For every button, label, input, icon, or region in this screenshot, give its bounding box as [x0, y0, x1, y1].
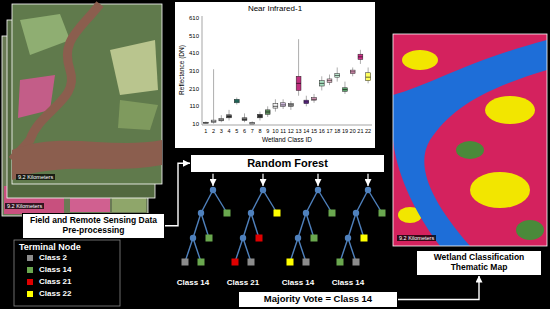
process-box: Field and Remote Sensing Data Pre-proces… [22, 213, 165, 239]
tick-label: 110 [189, 103, 199, 110]
legend-swatch [26, 290, 34, 298]
tick-label: 11 [280, 128, 286, 134]
box-plot [366, 67, 371, 83]
tree-vote-label: Class 14 [282, 279, 314, 288]
box-plot [304, 96, 309, 107]
box-plot [265, 106, 270, 117]
tick-label: 610 [189, 15, 199, 22]
legend-text: Class 2 [39, 253, 67, 262]
box-text: Majority Vote = Class 14 [242, 294, 394, 305]
tick-label: 410 [189, 50, 199, 57]
legend-swatch [26, 266, 34, 274]
tick-label: 2 [212, 128, 215, 134]
tree-vote-label: Class 14 [177, 279, 209, 288]
legend-item: Class 14 [26, 265, 71, 274]
box-plot [258, 112, 263, 121]
tick-label: 10 [192, 121, 199, 128]
tick-label: 7 [251, 128, 254, 134]
satellite-image [2, 4, 162, 216]
connector [398, 276, 479, 300]
axis-title: Reflectance (DN) [178, 45, 185, 95]
box-plot [250, 121, 255, 124]
thematic-map [393, 34, 547, 246]
box-plot [312, 94, 317, 103]
scale-label: 9.2 Kilometers [397, 235, 436, 241]
axis-title: Wetland Class ID [262, 136, 312, 143]
box-plot [350, 67, 355, 76]
box-plot [358, 50, 363, 64]
legend-frame [14, 240, 120, 306]
scale-label: 9.2 Kilometers [5, 203, 44, 209]
box-text: Field and Remote Sensing Data Pre-proces… [26, 216, 161, 236]
box-plot [327, 75, 332, 86]
tick-label: 1 [204, 128, 207, 134]
box-plot [227, 110, 232, 121]
tick-label: 510 [189, 32, 199, 39]
decision-tree [337, 187, 386, 266]
tick-label: 4 [228, 128, 231, 134]
tick-label: 310 [189, 68, 199, 75]
tick-label: 14 [303, 128, 309, 134]
tick-label: 9 [266, 128, 269, 134]
tick-label: 3 [220, 128, 223, 134]
result-box: Majority Vote = Class 14 [238, 291, 398, 308]
box-plot [335, 67, 340, 81]
scale-label: 9.2 Kilometers [16, 174, 55, 180]
box-plot [234, 98, 239, 105]
legend-item: Class 2 [26, 253, 67, 262]
box-plot [281, 99, 286, 109]
connector [165, 163, 190, 225]
box-plot [343, 82, 348, 94]
legend-text: Class 22 [39, 289, 71, 298]
legend-item: Class 21 [26, 277, 71, 286]
tree-arrow [212, 174, 213, 186]
decision-tree [232, 187, 281, 266]
legend-swatch [26, 278, 34, 286]
process-box: Random Forest [190, 154, 385, 173]
box-plot [288, 101, 293, 110]
legend-swatch [26, 254, 34, 262]
tick-label: 21 [357, 128, 363, 134]
tick-label: 18 [334, 128, 340, 134]
tick-label: 6 [243, 128, 246, 134]
legend-item: Class 22 [26, 289, 71, 298]
tick-label: 210 [189, 85, 199, 92]
box-plot [319, 76, 324, 90]
tick-label: 22 [365, 128, 371, 134]
tree-arrow [367, 174, 368, 186]
box-plot [296, 39, 301, 96]
box-plot [219, 115, 224, 122]
tree-arrow [262, 174, 263, 186]
tick-label: 13 [296, 128, 302, 134]
legend-title: Terminal Node [19, 243, 81, 253]
box-plot [211, 69, 216, 123]
tree-vote-label: Class 21 [227, 279, 259, 288]
tick-label: 8 [258, 128, 261, 134]
decision-tree [287, 187, 336, 266]
tick-label: 20 [350, 128, 356, 134]
output-box: Wetland Classification Thematic Map [416, 250, 542, 276]
tick-label: 15 [311, 128, 317, 134]
tick-label: 19 [342, 128, 348, 134]
chart-title: Near Infrared-1 [248, 5, 302, 14]
decision-tree [182, 187, 231, 266]
legend-text: Class 14 [39, 265, 71, 274]
tick-label: 17 [326, 128, 332, 134]
tree-vote-label: Class 14 [332, 279, 364, 288]
tree-arrow [317, 174, 318, 186]
box-plot [242, 113, 247, 122]
legend-text: Class 21 [39, 277, 71, 286]
tick-label: 12 [288, 128, 294, 134]
box-plot-chart [175, 2, 375, 148]
tick-label: 10 [272, 128, 278, 134]
tick-label: 5 [235, 128, 238, 134]
tick-label: 16 [319, 128, 325, 134]
box-plot [273, 99, 278, 111]
box-text: Wetland Classification Thematic Map [420, 253, 538, 273]
box-text: Random Forest [194, 157, 381, 170]
box-plot [203, 122, 208, 124]
